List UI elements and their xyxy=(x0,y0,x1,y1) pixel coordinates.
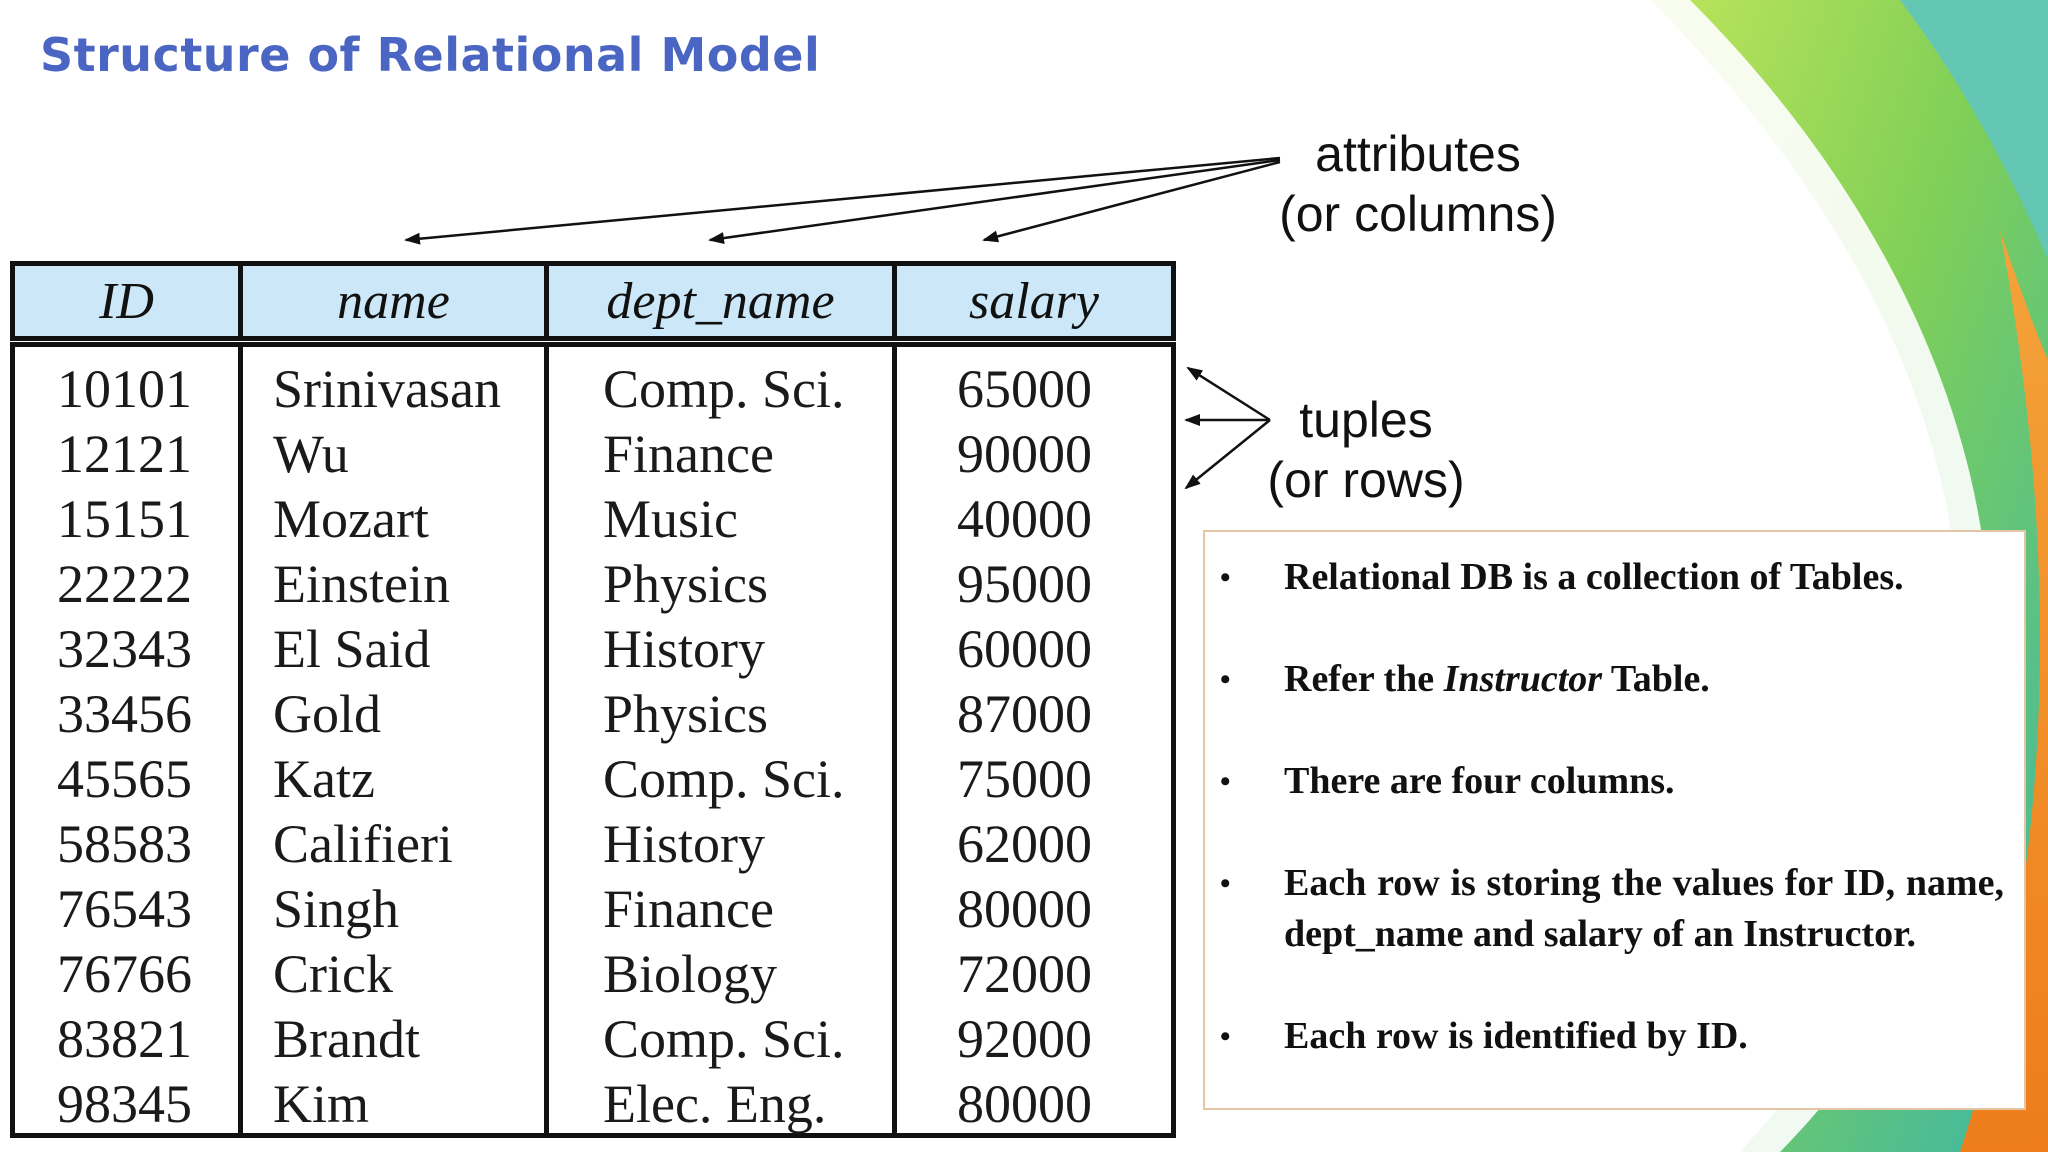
attributes-label: attributes (or columns) xyxy=(1268,124,1568,244)
table-cell-salary: 40000 xyxy=(957,489,1092,549)
table-cell-dept-name: Music xyxy=(603,489,738,549)
table-cell-salary: 72000 xyxy=(957,944,1092,1004)
header-name: name xyxy=(243,266,549,336)
table-cell-dept-name: History xyxy=(603,814,765,874)
note-text: Each row is identified by ID. xyxy=(1284,1015,1748,1057)
table-cell-salary: 95000 xyxy=(957,554,1092,614)
table-cell-id: 10101 xyxy=(57,359,192,419)
tuples-label: tuples (or rows) xyxy=(1258,390,1474,510)
table-cell-salary: 87000 xyxy=(957,684,1092,744)
note-item: • Each row is storing the values for ID,… xyxy=(1220,858,2004,960)
tuples-label-line1: tuples xyxy=(1299,392,1433,448)
table-cell-id: 15151 xyxy=(57,489,192,549)
table-cell-name: Brandt xyxy=(273,1009,420,1069)
note-item: • There are four columns. xyxy=(1220,756,2004,807)
table-cell-name: Einstein xyxy=(273,554,450,614)
note-text-pre: Refer the xyxy=(1284,658,1444,700)
header-salary: salary xyxy=(969,272,1099,330)
table-cell-dept-name: Comp. Sci. xyxy=(603,749,845,809)
note-text-post: Table. xyxy=(1602,658,1710,700)
note-item: • Refer the Instructor Table. xyxy=(1220,654,2004,705)
notes-box: • Relational DB is a collection of Table… xyxy=(1203,530,2026,1110)
table-cell-id: 58583 xyxy=(57,814,192,874)
note-text: There are four columns. xyxy=(1284,760,1675,802)
table-cell-id: 45565 xyxy=(57,749,192,809)
table-cell-salary: 75000 xyxy=(957,749,1092,809)
slide-title: Structure of Relational Model xyxy=(40,28,821,82)
table-cell-salary: 65000 xyxy=(957,359,1092,419)
table-cell-salary: 80000 xyxy=(957,879,1092,939)
attributes-label-line1: attributes xyxy=(1315,126,1521,182)
table-cell-id: 98345 xyxy=(57,1074,192,1134)
header-dept-name: dept_name xyxy=(549,266,897,336)
note-item: • Each row is identified by ID. xyxy=(1220,1011,2004,1062)
table-cell-salary: 90000 xyxy=(957,424,1092,484)
table-cell-name: Crick xyxy=(273,944,393,1004)
bullet: • xyxy=(1220,561,1231,594)
table-cell-id: 83821 xyxy=(57,1009,192,1069)
note-text: Refer the Instructor Table. xyxy=(1284,654,2004,705)
table-cell-id: 32343 xyxy=(57,619,192,679)
table-cell-name: Gold xyxy=(273,684,381,744)
note-text: Each row is storing the values for ID, n… xyxy=(1284,862,2004,955)
tuples-label-line2: (or rows) xyxy=(1267,452,1465,508)
table-cell-dept-name: Finance xyxy=(603,424,774,484)
table-cell-name: Katz xyxy=(273,749,375,809)
note-item: • Relational DB is a collection of Table… xyxy=(1220,552,2004,603)
table-cell-id: 76766 xyxy=(57,944,192,1004)
table-cell-name: El Said xyxy=(273,619,431,679)
attributes-arrows xyxy=(404,156,1281,245)
table-cell-dept-name: Physics xyxy=(603,554,769,614)
table-cell-dept-name: Finance xyxy=(603,879,774,939)
table-cell-dept-name: Comp. Sci. xyxy=(603,359,845,419)
table-cell-dept-name: History xyxy=(603,619,765,679)
table-cell-dept-name: Physics xyxy=(603,684,769,744)
table-cell-salary: 60000 xyxy=(957,619,1092,679)
bullet: • xyxy=(1220,663,1231,696)
table-cell-id: 76543 xyxy=(57,879,192,939)
table-cell-dept-name: Biology xyxy=(603,944,778,1004)
table-cell-name: Wu xyxy=(273,424,349,484)
bullet: • xyxy=(1220,1020,1231,1053)
note-text-emphasis: Instructor xyxy=(1443,658,1603,700)
table-cell-name: Srinivasan xyxy=(273,359,501,419)
attributes-label-line2: (or columns) xyxy=(1279,186,1557,242)
table-header: ID name dept_name salary xyxy=(10,261,1176,341)
table-cell-salary: 80000 xyxy=(957,1074,1092,1134)
header-id: ID xyxy=(15,266,243,336)
table-cell-name: Kim xyxy=(273,1074,370,1134)
bullet: • xyxy=(1220,765,1231,798)
table-cell-name: Mozart xyxy=(273,489,429,549)
table-cell-salary: 62000 xyxy=(957,814,1092,874)
table-cell-dept-name: Comp. Sci. xyxy=(603,1009,845,1069)
table-cell-id: 33456 xyxy=(57,684,192,744)
bullet: • xyxy=(1220,867,1231,900)
note-text: Relational DB is a collection of Tables. xyxy=(1284,556,1904,598)
table-cell-id: 22222 xyxy=(57,554,192,614)
table-cell-dept-name: Elec. Eng. xyxy=(603,1074,827,1134)
table-cell-id: 12121 xyxy=(57,424,192,484)
table-cell-name: Califieri xyxy=(273,814,453,874)
table-cell-salary: 92000 xyxy=(957,1009,1092,1069)
table-cell-name: Singh xyxy=(273,879,400,939)
tuples-arrows xyxy=(1184,366,1271,490)
